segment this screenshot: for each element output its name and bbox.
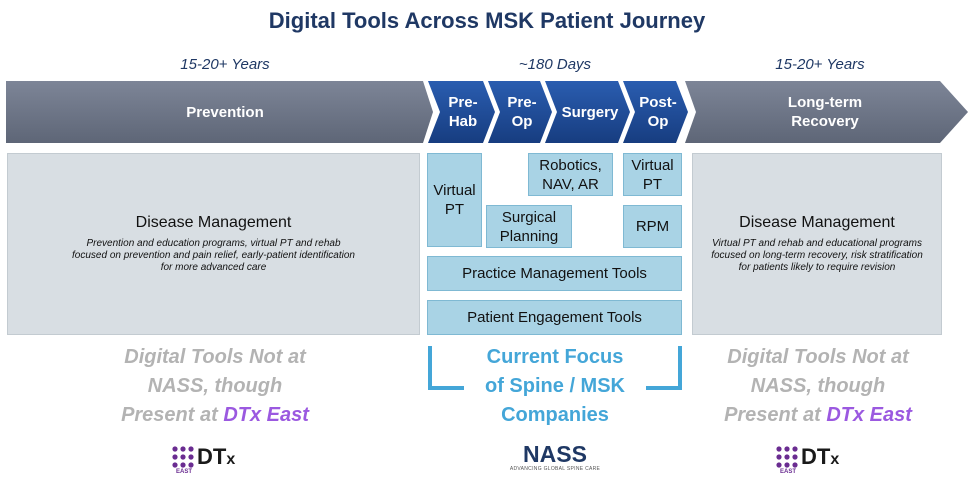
prehab-chevron [428, 81, 495, 143]
dtx-logo-subtext: EAST [176, 469, 193, 475]
tool-robotics-nav-ar: Robotics, NAV, AR [528, 153, 613, 196]
phase-recovery: Long-term Recovery [787, 94, 863, 130]
dtx-east-logo: EAST DTx [172, 444, 236, 475]
dtx-east-highlight: DTx East [826, 404, 912, 426]
dtx-logo-text: DTx [197, 444, 236, 469]
dtx-logo-mark-icon: EAST [172, 446, 194, 475]
focus-bracket [428, 346, 682, 390]
dtx-east-highlight: DTx East [223, 404, 309, 426]
dtx-logo-subtext: EAST [780, 469, 797, 475]
side-note-line: Present at DTx East [724, 404, 912, 426]
prevention-arrow-segment [6, 81, 433, 143]
tool-rpm: RPM [623, 205, 682, 248]
duration-recovery: 15-20+ Years [775, 56, 865, 73]
side-note-line: Digital Tools Not at [124, 346, 306, 368]
disease-management-recovery: Disease Management Virtual PT and rehab … [692, 153, 942, 335]
dtx-east-logo: EAST DTx [776, 444, 840, 475]
side-note-right: Digital Tools Not at NASS, though Presen… [663, 343, 973, 430]
phase-prevention: Prevention [186, 103, 264, 121]
focus-line: Companies [501, 404, 609, 426]
disease-management-title: Disease Management [739, 214, 895, 231]
recovery-arrow-segment [685, 81, 968, 143]
nass-logo-tagline: ADVANCING GLOBAL SPINE CARE [509, 466, 601, 472]
phase-prehab: Pre- Hab [448, 94, 478, 130]
side-note-line: Digital Tools Not at [727, 346, 909, 368]
focus-line: of Spine / MSK [485, 375, 625, 397]
disease-management-description: Virtual PT and rehab and educational pro… [711, 238, 923, 273]
dtx-logo-text: DTx [801, 444, 840, 469]
surgery-chevron [545, 81, 630, 143]
side-note-line: NASS, though [750, 375, 886, 397]
duration-prevention: 15-20+ Years [180, 56, 270, 73]
side-note-line: Present at DTx East [121, 404, 309, 426]
disease-management-title: Disease Management [135, 214, 292, 231]
tool-virtual-pt-postop: Virtual PT [623, 153, 682, 196]
page-title: Digital Tools Across MSK Patient Journey [268, 8, 706, 33]
journey-arrow [6, 81, 968, 143]
current-focus-text: Current Focus of Spine / MSK Companies [440, 343, 670, 430]
disease-management-description: Prevention and education programs, virtu… [72, 238, 355, 273]
tool-patient-engagement: Patient Engagement Tools [427, 300, 682, 335]
disease-management-prevention: Disease Management Prevention and educat… [7, 153, 420, 335]
duration-surgical-episode: ~180 Days [518, 56, 592, 73]
tool-practice-management: Practice Management Tools [427, 256, 682, 291]
phase-preop: Pre- Op [507, 94, 537, 130]
postop-chevron [623, 81, 688, 143]
tool-virtual-pt-prehab: Virtual PT [427, 153, 482, 247]
tool-surgical-planning: Surgical Planning [486, 205, 572, 248]
preop-chevron [488, 81, 552, 143]
nass-logo: NASS ADVANCING GLOBAL SPINE CARE [500, 441, 610, 473]
dtx-logo-mark-icon: EAST [776, 446, 798, 475]
side-note-line: NASS, though [147, 375, 283, 397]
focus-line: Current Focus [486, 346, 624, 368]
phase-postop: Post- Op [639, 94, 677, 130]
side-note-left: Digital Tools Not at NASS, though Presen… [60, 343, 370, 430]
phase-surgery: Surgery [561, 103, 619, 121]
nass-logo-text: NASS [523, 441, 587, 467]
